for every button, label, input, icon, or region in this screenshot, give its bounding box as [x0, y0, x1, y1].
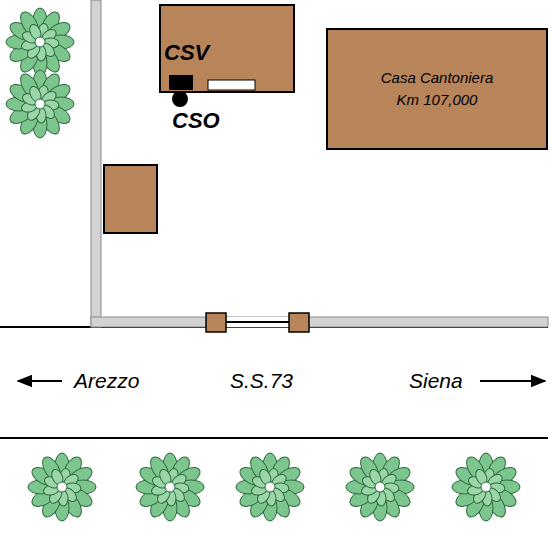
- cso-station-symbol: [172, 91, 188, 107]
- direction-arrow: [480, 380, 545, 382]
- building-box: Casa CantonieraKm 107,000: [326, 28, 548, 150]
- gate-post: [206, 313, 226, 332]
- tree: [346, 453, 414, 521]
- small-building: [104, 165, 157, 233]
- boundary-wall: [91, 0, 101, 327]
- road-label: S.S.73: [230, 369, 293, 393]
- road-edge: [0, 437, 548, 439]
- window-strip: [208, 80, 255, 90]
- gate-opening: [227, 317, 289, 327]
- direction-label: Arezzo: [74, 369, 139, 393]
- building-name: Km 107,000: [397, 89, 478, 112]
- tree: [136, 453, 204, 521]
- wall-joint: [92, 318, 100, 326]
- tree: [28, 453, 96, 521]
- station-label: CSO: [172, 108, 220, 134]
- tree: [236, 453, 304, 521]
- building: [160, 5, 294, 92]
- building-name: Casa Cantoniera: [381, 67, 494, 90]
- station-label: CSV: [164, 40, 209, 66]
- direction-label: Siena: [409, 369, 463, 393]
- tree: [6, 8, 74, 76]
- boundary-wall: [91, 317, 548, 327]
- csv-station-symbol: [169, 75, 193, 90]
- gate-post: [289, 313, 309, 332]
- direction-arrow: [18, 380, 62, 382]
- tree: [6, 70, 74, 138]
- gate: [226, 321, 290, 323]
- tree: [452, 453, 520, 521]
